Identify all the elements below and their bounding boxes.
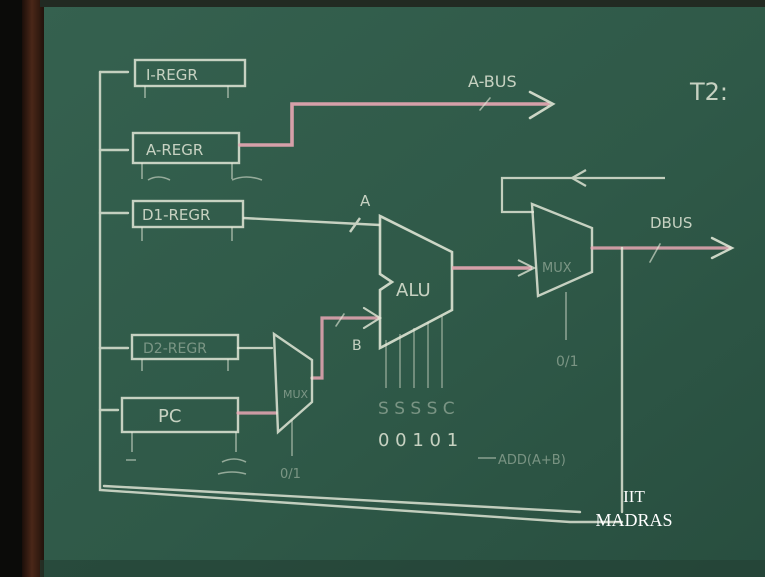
d1-regr-label: D1-REGR	[142, 206, 210, 224]
control-code-bits: 0 0 1 0 1	[378, 430, 458, 451]
d-bus-label: DBUS	[650, 214, 692, 232]
a-bus-label: A-BUS	[468, 72, 517, 91]
alu-label: ALU	[396, 280, 431, 301]
alu-input-b-label: B	[352, 338, 362, 354]
alu-input-a-label: A	[360, 192, 371, 210]
d2-regr-label: D2-REGR	[143, 341, 207, 357]
board-frame-left	[22, 0, 44, 577]
watermark-line-1: IIT	[623, 487, 645, 506]
control-code-letters: S S S S C	[378, 399, 455, 419]
control-code-note: ADD(A+B)	[498, 453, 566, 468]
board-title: T2:	[689, 78, 728, 106]
photo-edge-left	[0, 0, 22, 577]
board-bottom-shadow	[40, 560, 765, 577]
pc-label: PC	[158, 406, 181, 427]
right-mux-select-label: 0/1	[556, 354, 579, 370]
watermark-line-2: MADRAS	[595, 510, 672, 530]
i-regr-label: I-REGR	[146, 66, 198, 84]
left-mux-label: MUX	[283, 388, 309, 401]
board-top-edge	[40, 0, 765, 7]
right-mux-label: MUX	[542, 261, 572, 276]
a-regr-label: A-REGR	[146, 141, 203, 159]
left-mux-select-label: 0/1	[280, 467, 301, 482]
